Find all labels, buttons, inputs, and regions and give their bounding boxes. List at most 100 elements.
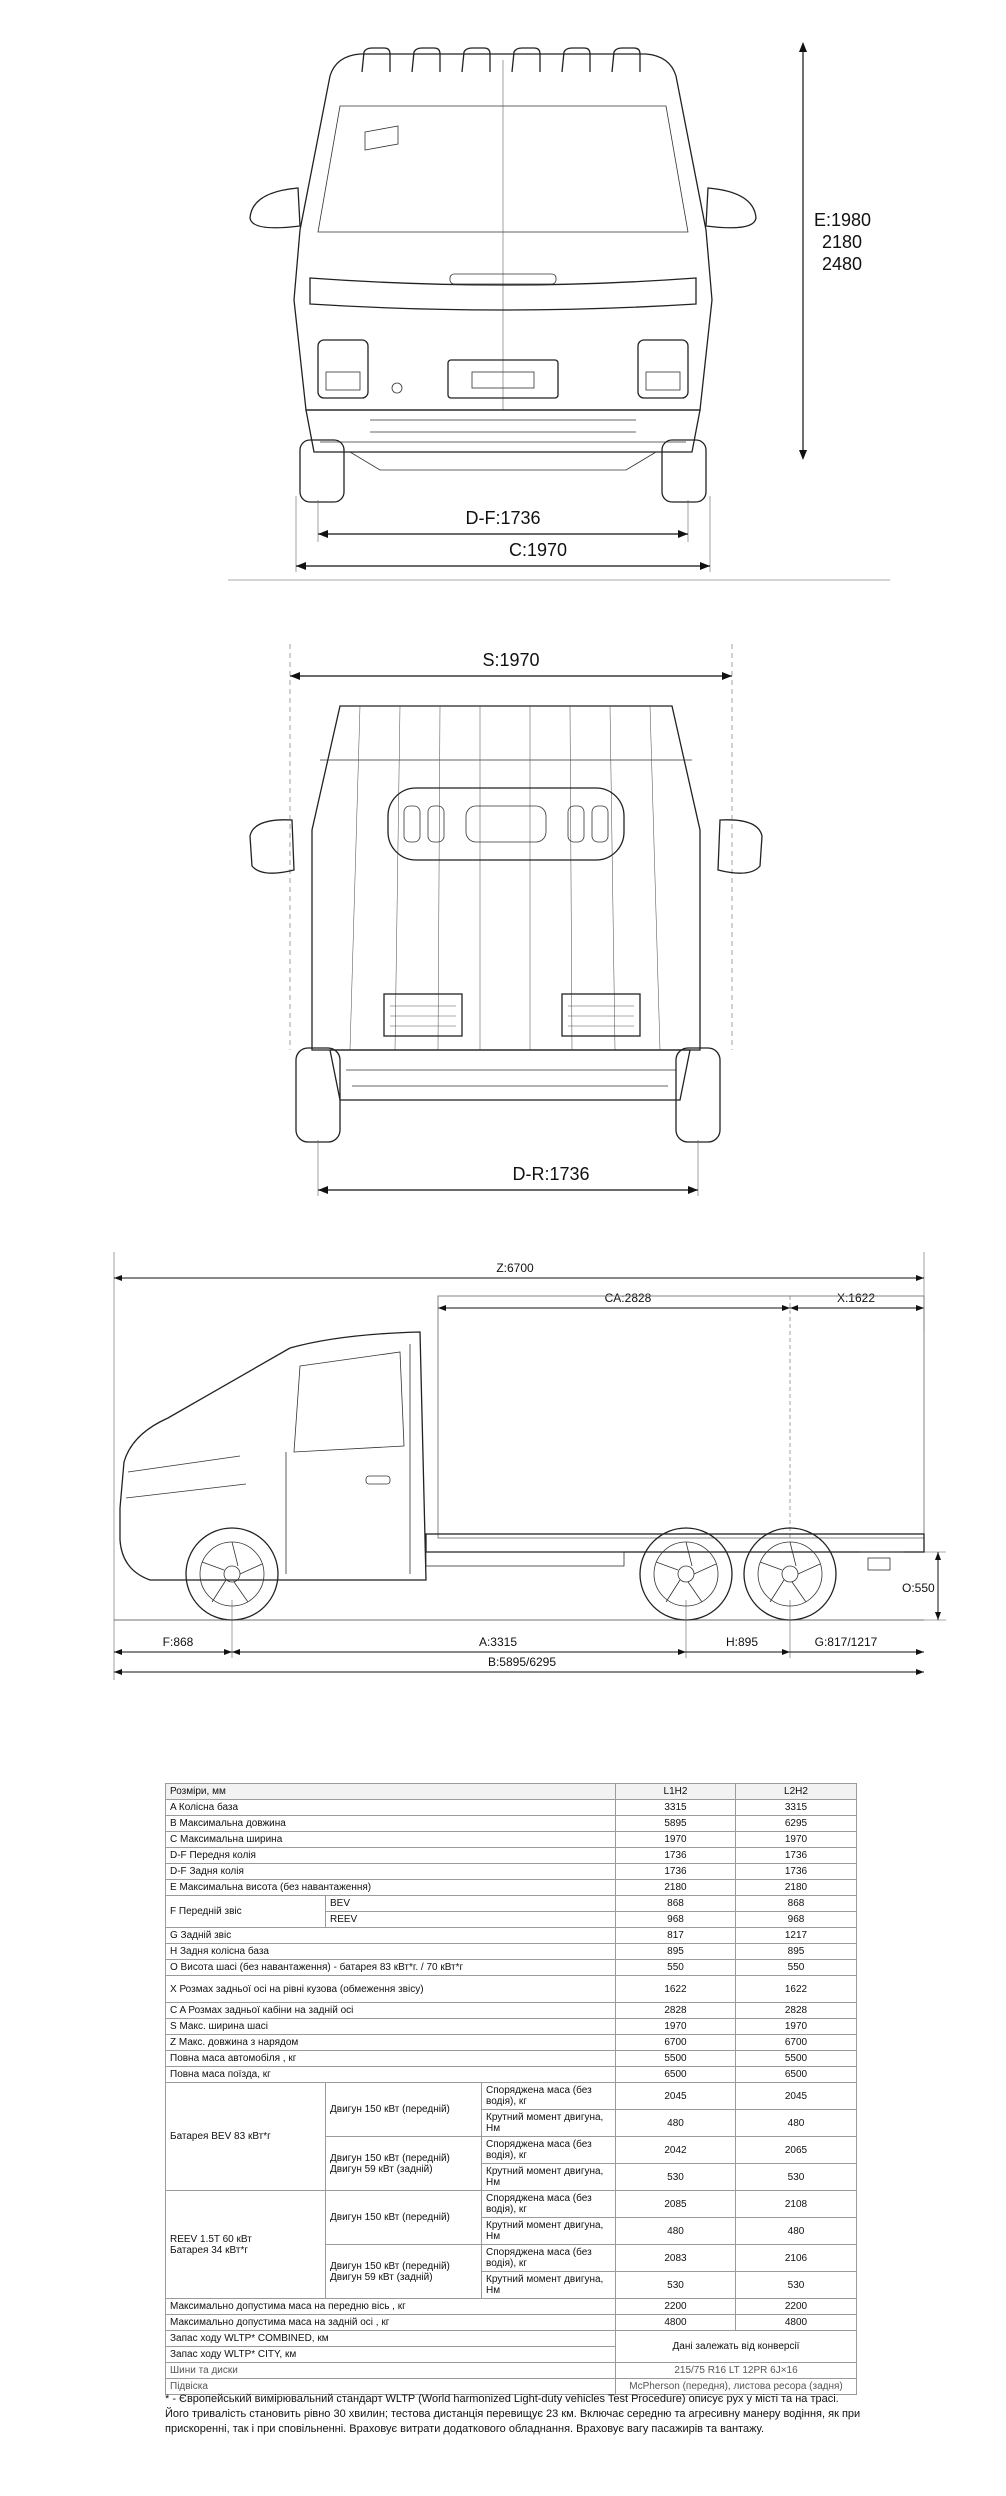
param-cell: Крутний момент двигуна, Нм [481, 2271, 616, 2299]
row-value-l1: 6500 [615, 2066, 736, 2083]
param-value-l1: 2083 [615, 2244, 736, 2272]
side-view-svg: Z:6700 CA:2828 X:1622 [113, 1252, 946, 1680]
param-value-l2: 2108 [735, 2190, 857, 2218]
table-row: Двигун 150 кВт (передній)Двигун 59 кВт (… [166, 2244, 857, 2299]
suspension-label-cell: Підвіска [165, 2378, 616, 2395]
right-mirror [705, 187, 757, 229]
cab-side-outline [119, 1331, 427, 1581]
row-label-cell: F Передній звіс [165, 1895, 326, 1928]
left-headlamp [317, 339, 369, 399]
param-cell: Крутний момент двигуна, Нм [481, 2163, 616, 2191]
row-value-l1: 6700 [615, 2034, 736, 2051]
param-value-l1: 2045 [615, 2082, 736, 2110]
light-bar [309, 277, 697, 311]
height-alt1-label: 2180 [822, 232, 862, 252]
front-track-label: D-F:1736 [465, 508, 540, 528]
row-label-cell: D-F Задня колія [165, 1863, 616, 1880]
rear-axle-spread-label: H:895 [726, 1635, 758, 1649]
param-value-l1: 480 [615, 2109, 736, 2137]
param-value-l1: 2085 [615, 2190, 736, 2218]
row-value-l2: 868 [735, 1895, 857, 1912]
chassis-width-label: S:1970 [482, 650, 539, 670]
left-mirror-rear [249, 819, 295, 874]
header-label-cell: Розміри, мм [165, 1783, 616, 1800]
row-label-cell: C Максимальна ширина [165, 1831, 616, 1848]
bev-label-cell: Батарея BEV 83 кВт*г [165, 2082, 326, 2191]
param-cell: Крутний момент двигуна, Нм [481, 2109, 616, 2137]
tires-value-cell: 215/75 R16 LT 12PR 6J×16 [615, 2362, 857, 2379]
footnote: * - Європейський вимірювальний стандарт … [165, 2393, 861, 2435]
row-label-cell: O Висота шасі (без навантаження) - батар… [165, 1959, 616, 1976]
side-view-drawing: Z:6700 CA:2828 X:1622 [0, 1240, 1006, 1700]
cab-outline [293, 53, 713, 411]
row-sub-cell: BEV [325, 1895, 616, 1912]
row-label-cell: Повна маса автомобіля , кг [165, 2050, 616, 2067]
row-label-cell: C A Розмах задньої кабіни на задній осі [165, 2002, 616, 2019]
axle-label-cell: Максимально допустима маса на передню ві… [165, 2298, 616, 2315]
motor-label: Двигун 150 кВт (передній) [330, 2104, 450, 2115]
row-label-cell: Повна маса поїзда, кг [165, 2066, 616, 2083]
row-value-l2: 5500 [735, 2050, 857, 2067]
row-value-l1: 1970 [615, 1831, 736, 1848]
left-rear-wheel [295, 1047, 341, 1143]
roof-rack [361, 47, 641, 73]
height-alt2-label: 2480 [822, 254, 862, 274]
axle-value-l2: 4800 [735, 2314, 857, 2331]
motor-cell: Двигун 150 кВт (передній)Двигун 59 кВт (… [325, 2136, 482, 2191]
left-mirror [249, 187, 301, 229]
row-label-cell: G Задній звіс [165, 1927, 616, 1944]
param-cell: Споряджена маса (без водія), кг [481, 2136, 616, 2164]
table-row: Батарея BEV 83 кВт*г Двигун 150 кВт (пере… [165, 2082, 857, 2191]
cab-rear-ribs [349, 705, 661, 1051]
front-overhang-label: F:868 [163, 1635, 194, 1649]
reev-label: REEV 1.5T 60 кВт [170, 2233, 252, 2245]
row-label-cell: E Максимальна висота (без навантаження) [165, 1879, 616, 1896]
cargo-length-label: CA:2828 [605, 1291, 652, 1305]
header-col1-cell: L1H2 [615, 1783, 736, 1800]
reev-label2: Батарея 34 кВт*г [170, 2244, 248, 2256]
param-value-l1: 2042 [615, 2136, 736, 2164]
row-label-cell: Z Макс. довжина з нарядом [165, 2034, 616, 2051]
row-value-l2: 1970 [735, 2018, 857, 2035]
motor-label: Двигун 150 кВт (передній) [330, 2212, 450, 2223]
table-row: X Розмах задньої осі на рівні кузова (об… [165, 1975, 857, 2003]
row-value-l2: 1622 [735, 1975, 857, 2003]
row-value-l1: 1622 [615, 1975, 736, 2003]
cab-rear-outline [311, 705, 701, 1051]
param-value-l2: 480 [735, 2217, 857, 2245]
param-value-l1: 530 [615, 2271, 736, 2299]
motor-cell: Двигун 150 кВт (передній) [325, 2082, 482, 2137]
row-label-cell: S Макс. ширина шасі [165, 2018, 616, 2035]
windshield [317, 105, 689, 233]
motor-label: Двигун 150 кВт (передній) [330, 2260, 450, 2272]
body-length-label: B:5895/6295 [488, 1655, 556, 1669]
overall-length-label: Z:6700 [496, 1261, 534, 1275]
param-value-l2: 480 [735, 2109, 857, 2137]
param-value-l1: 530 [615, 2163, 736, 2191]
right-battery-box [561, 993, 641, 1037]
bev-label: Батарея BEV 83 кВт*г [170, 2131, 271, 2142]
rear-overhang-g-label: G:817/1217 [815, 1635, 878, 1649]
front-bumper [305, 409, 701, 453]
row-value-l2: 3315 [735, 1799, 857, 1816]
left-battery-box [383, 993, 463, 1037]
row-value-l1: 817 [615, 1927, 736, 1944]
right-mirror-rear [717, 819, 763, 874]
row-value-l2: 968 [735, 1911, 857, 1928]
rear-panel-emboss [387, 787, 625, 861]
row-label-cell: X Розмах задньої осі на рівні кузова (об… [165, 1975, 616, 2003]
param-value-l1: 480 [615, 2217, 736, 2245]
front-view-drawing: E:1980 2180 2480 D-F:1736 C:1970 [0, 0, 1006, 600]
motor-cell: Двигун 150 кВт (передній)Двигун 59 кВт (… [325, 2244, 482, 2299]
